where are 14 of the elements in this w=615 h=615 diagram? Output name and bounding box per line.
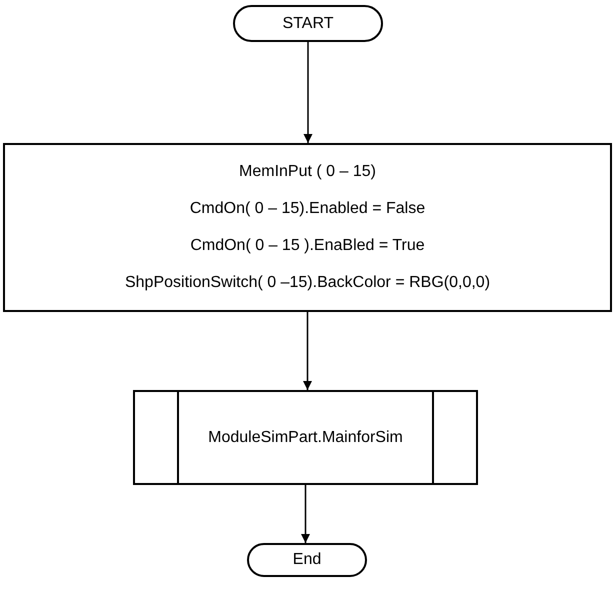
node-text: CmdOn( 0 – 15 ).EnaBled = True [190,236,425,256]
process-box [3,143,612,312]
node-text: MemInPut ( 0 – 15) [239,162,376,182]
node-text: ModuleSimPart.MainforSim [208,428,403,448]
node-text: End [292,550,322,570]
arrow [303,312,312,390]
terminal-shape [247,543,367,577]
terminal-shape [233,5,383,42]
arrow [301,485,310,543]
node-text: CmdOn( 0 – 15).Enabled = False [190,199,426,219]
predefined-process-box [133,390,478,485]
node-text: START [282,14,334,34]
node-text: ShpPositionSwitch( 0 –15).BackColor = RBG(0,0,0) [124,273,490,293]
arrow [304,42,312,143]
